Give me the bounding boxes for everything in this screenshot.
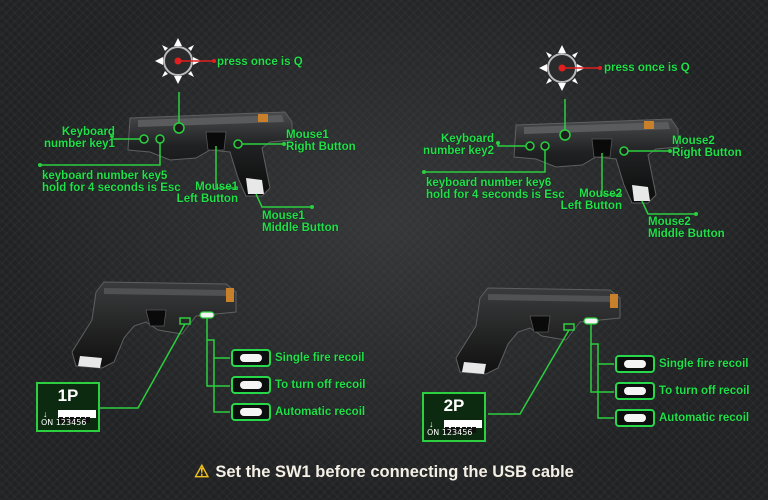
- dip-on-label: ON: [41, 418, 54, 427]
- player-2p-label: 2P: [443, 396, 465, 415]
- mouse1-left-button-label: Mouse1 Left Button: [170, 181, 238, 205]
- keyboard-key1-label: Keyboard number key1: [44, 126, 115, 150]
- keyboard-key1-line1: Keyboard: [61, 126, 115, 138]
- recoil-auto-label: Automatic recoil: [275, 406, 366, 418]
- press-once-q-label-left: press once is Q: [217, 56, 303, 68]
- down-arrow-icon: ↓: [429, 419, 434, 429]
- dip-switch-numbers: ON 123456: [41, 418, 86, 427]
- dip-on-label: ON: [427, 428, 440, 437]
- gun-bottom-left: [71, 281, 237, 369]
- mouse1-right-line1: Mouse1: [286, 129, 329, 141]
- recoil-single-label: Single fire recoil: [275, 352, 365, 364]
- player-1p-label: 1P: [57, 386, 79, 405]
- recoil-switch-single-icon: [231, 349, 271, 367]
- dip-switch-numbers: ON 123456: [427, 428, 472, 437]
- crosshair-target-left: [155, 38, 216, 84]
- press-once-q-label-right: press once is Q: [604, 62, 690, 74]
- keyboard-key6-label: keyboard number key6 hold for 4 seconds …: [426, 177, 565, 201]
- mouse2-middle-line2: Middle Button: [648, 228, 725, 240]
- gun-top-right: [513, 118, 679, 204]
- warning-triangle-icon: ⚠: [194, 462, 210, 481]
- mouse2-right-line2: Right Button: [672, 147, 742, 159]
- mouse1-right-button-label: Mouse1 Right Button: [286, 129, 356, 153]
- recoil-switch-auto-icon: [615, 409, 655, 427]
- recoil-switch-single-icon: [615, 355, 655, 373]
- callouts-top-right: [424, 99, 696, 215]
- keyboard-key6-line2: hold for 4 seconds is Esc: [426, 189, 565, 201]
- mouse1-middle-line1: Mouse1: [262, 210, 305, 222]
- keyboard-key1-line2: number key1: [44, 138, 115, 150]
- recoil-off-label: To turn off recoil: [659, 385, 750, 397]
- mouse2-left-button-label: Mouse2 Left Button: [552, 188, 622, 212]
- keyboard-key5-line1: keyboard number key5: [42, 170, 168, 182]
- callout-dots-top-right: [422, 141, 698, 216]
- mouse1-middle-line2: Middle Button: [262, 222, 339, 234]
- mouse1-left-line2: Left Button: [176, 193, 238, 205]
- dip-switch-1p: 1P ↓ ON 123456: [36, 382, 100, 432]
- keyboard-key5-label: keyboard number key5 hold for 4 seconds …: [42, 170, 181, 194]
- keyboard-key6-line1: keyboard number key6: [426, 177, 552, 189]
- mouse1-left-line1: Mouse1: [195, 181, 238, 193]
- callouts-bottom-left: [100, 318, 230, 413]
- callouts-bottom-right: [488, 324, 614, 419]
- keyboard-key5-line2: hold for 4 seconds is Esc: [42, 182, 181, 194]
- mouse2-right-button-label: Mouse2 Right Button: [672, 135, 742, 159]
- dip-switch-bank: [444, 420, 482, 433]
- mouse2-right-line1: Mouse2: [672, 135, 715, 147]
- warning-footer: ⚠ Set the SW1 before connecting the USB c…: [0, 462, 768, 482]
- gun-top-left: [127, 111, 293, 197]
- dip-switch-bank: [58, 410, 96, 423]
- recoil-switch-off-icon: [231, 376, 271, 394]
- dip-number-label: 123456: [55, 418, 87, 427]
- keyboard-key2-line2: number key2: [423, 145, 494, 157]
- recoil-switch-off-icon: [615, 382, 655, 400]
- recoil-off-label: To turn off recoil: [275, 379, 366, 391]
- mouse2-middle-button-label: Mouse2 Middle Button: [648, 216, 725, 240]
- mouse2-middle-line1: Mouse2: [648, 216, 691, 228]
- callout-dots-top-left: [38, 134, 314, 209]
- mouse1-middle-button-label: Mouse1 Middle Button: [262, 210, 339, 234]
- keyboard-key2-line1: Keyboard: [440, 133, 494, 145]
- mouse2-left-line1: Mouse2: [579, 188, 622, 200]
- dip-number-label: 123456: [441, 428, 473, 437]
- recoil-single-label: Single fire recoil: [659, 358, 749, 370]
- mouse2-left-line2: Left Button: [560, 200, 622, 212]
- warning-text: Set the SW1 before connecting the USB ca…: [215, 463, 574, 481]
- gun-bottom-right: [455, 287, 621, 375]
- keyboard-key2-label: Keyboard number key2: [420, 133, 494, 157]
- recoil-switch-auto-icon: [231, 403, 271, 421]
- crosshair-target-right: [539, 45, 602, 91]
- down-arrow-icon: ↓: [43, 409, 48, 419]
- callouts-top-left: [40, 92, 312, 208]
- mouse1-right-line2: Right Button: [286, 141, 356, 153]
- recoil-auto-label: Automatic recoil: [659, 412, 750, 424]
- dip-switch-2p: 2P ↓ ON 123456: [422, 392, 486, 442]
